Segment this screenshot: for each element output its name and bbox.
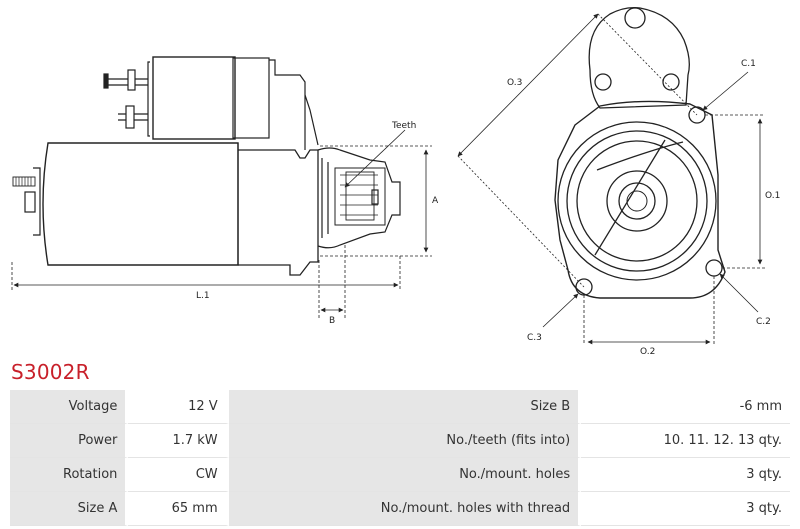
label-teeth: Teeth bbox=[391, 121, 416, 131]
spec-key: No./mount. holes with thread bbox=[228, 492, 582, 526]
spec-value: -6 mm bbox=[581, 390, 790, 424]
spec-key: Voltage bbox=[10, 390, 129, 424]
spec-value: 10. 11. 12. 13 qty. bbox=[581, 424, 790, 458]
spec-key: No./teeth (fits into) bbox=[228, 424, 582, 458]
starter-front-view bbox=[554, 6, 726, 299]
spec-value: 65 mm bbox=[128, 492, 229, 526]
spec-key: Power bbox=[10, 424, 129, 458]
label-c3: C.3 bbox=[527, 333, 542, 343]
label-o3: O.3 bbox=[507, 78, 522, 88]
label-b: B bbox=[329, 316, 335, 326]
starter-side-view bbox=[12, 56, 401, 276]
label-l1: L.1 bbox=[196, 291, 210, 301]
spec-key: Rotation bbox=[10, 458, 129, 492]
specs-table: Voltage 12 V Size B -6 mm Power 1.7 kW N… bbox=[10, 390, 790, 526]
front-view-dimensions bbox=[457, 13, 765, 345]
label-o2: O.2 bbox=[640, 347, 655, 355]
spec-key: No./mount. holes bbox=[228, 458, 582, 492]
spec-value: 3 qty. bbox=[581, 492, 790, 526]
table-row: Voltage 12 V Size B -6 mm bbox=[10, 390, 790, 424]
table-row: Rotation CW No./mount. holes 3 qty. bbox=[10, 458, 790, 492]
spec-value: 3 qty. bbox=[581, 458, 790, 492]
product-code: S3002R bbox=[11, 360, 90, 384]
label-o1: O.1 bbox=[765, 191, 780, 201]
spec-value: 1.7 kW bbox=[128, 424, 229, 458]
spec-key: Size A bbox=[10, 492, 129, 526]
technical-drawing: Teeth A L.1 B bbox=[11, 6, 780, 355]
label-c2: C.2 bbox=[756, 317, 771, 327]
spec-value: 12 V bbox=[128, 390, 229, 424]
table-row: Power 1.7 kW No./teeth (fits into) 10. 1… bbox=[10, 424, 790, 458]
spec-key: Size B bbox=[228, 390, 582, 424]
spec-value: CW bbox=[128, 458, 229, 492]
table-row: Size A 65 mm No./mount. holes with threa… bbox=[10, 492, 790, 526]
label-c1: C.1 bbox=[741, 59, 756, 69]
side-view-dimensions bbox=[11, 129, 432, 320]
label-a: A bbox=[432, 196, 439, 206]
